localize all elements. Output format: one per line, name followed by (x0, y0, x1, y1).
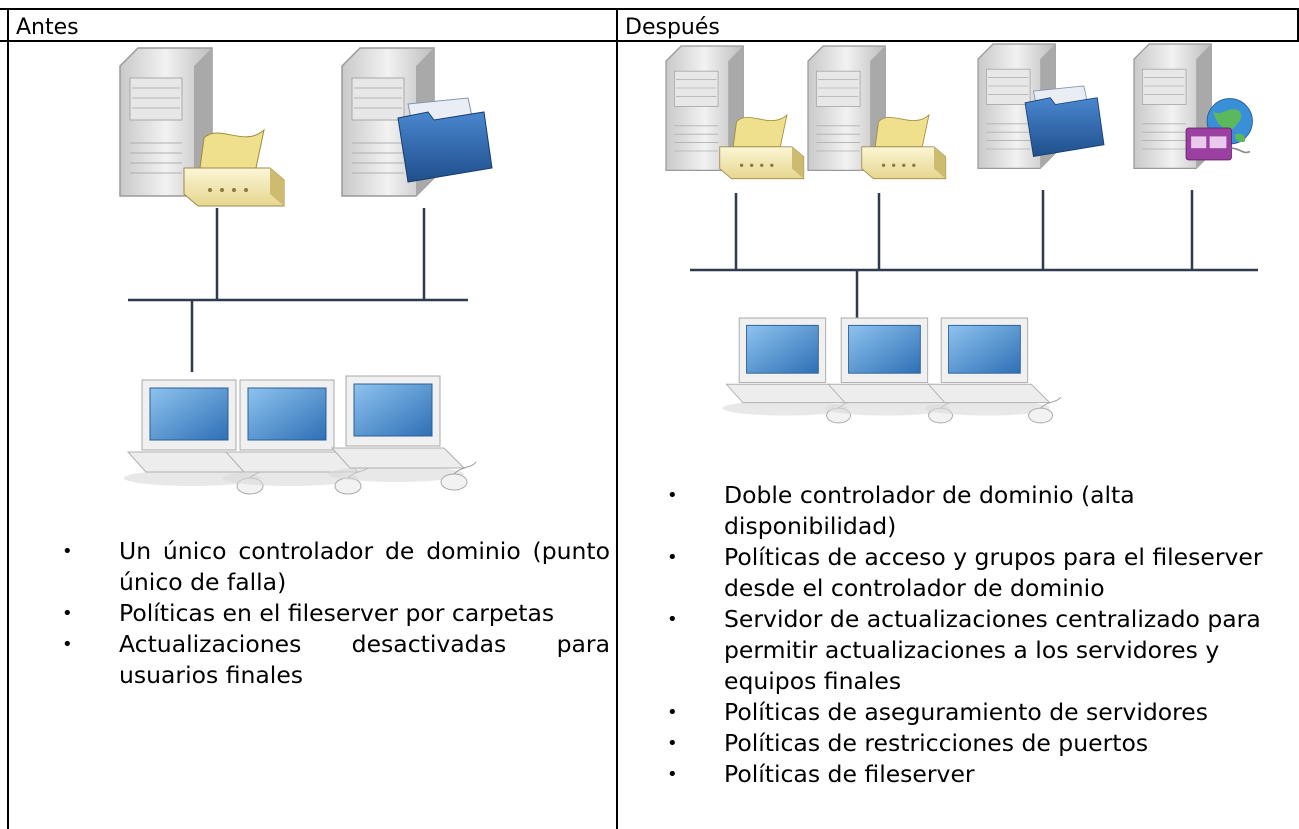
file-server-icon (977, 43, 1105, 169)
table-header-divider (0, 40, 1299, 42)
header-before: Antes (16, 15, 79, 40)
after-network (665, 43, 1258, 424)
before-bullet-list: Un único controlador de dominio (punto ú… (62, 536, 610, 691)
table-column-divider (616, 8, 618, 829)
file-server-icon (341, 47, 493, 197)
domain-controller-server-icon (807, 45, 947, 180)
list-item: Políticas de acceso y grupos para el fil… (667, 542, 1267, 604)
window-badge-icon (1185, 127, 1251, 161)
before-network (119, 47, 493, 495)
list-item: Políticas de fileserver (667, 759, 1267, 790)
header-after: Después (625, 15, 720, 40)
list-item: Doble controlador de dominio (alta dispo… (667, 480, 1267, 542)
table-top-border (0, 8, 1299, 10)
list-item: Un único controlador de dominio (punto ú… (62, 536, 610, 598)
before-network-lines (128, 208, 468, 372)
table-right-border (1297, 8, 1299, 42)
workstation-icon (924, 317, 1062, 424)
list-item: Políticas de aseguramiento de servidores (667, 697, 1267, 728)
table-left-border (7, 8, 9, 829)
domain-controller-server-icon (119, 47, 285, 207)
list-item: Políticas en el fileserver por carpetas (62, 598, 610, 629)
after-network-lines (690, 190, 1258, 318)
domain-controller-server-icon (665, 45, 805, 180)
list-item: Actualizaciones desactivadas para usuari… (62, 629, 610, 691)
after-bullet-list: Doble controlador de dominio (alta dispo… (667, 480, 1267, 790)
list-item: Políticas de restricciones de puertos (667, 728, 1267, 759)
update-server-icon (1133, 43, 1253, 169)
workstation-icon (327, 375, 477, 491)
list-item: Servidor de actualizaciones centralizado… (667, 604, 1267, 697)
